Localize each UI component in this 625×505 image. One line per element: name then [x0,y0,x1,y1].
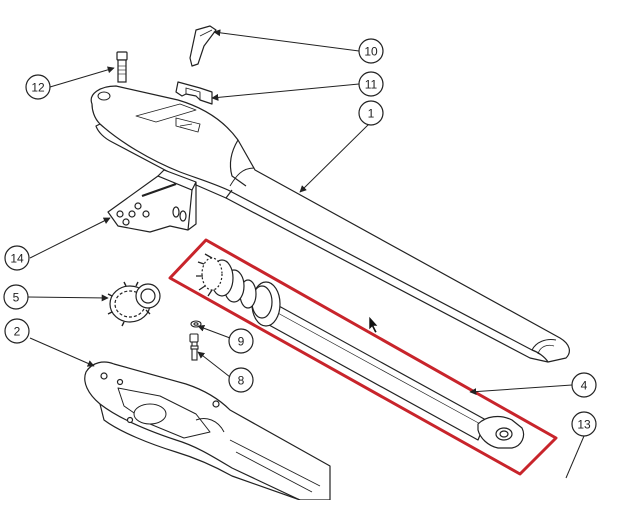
callout-label-5: 5 [13,291,20,305]
part-14-mounting-bracket [107,169,197,233]
callout-4: 4 [571,372,597,398]
highlight-box [168,238,558,476]
callout-label-14: 14 [10,252,24,266]
callout-label-13: 13 [577,418,591,432]
callout-10: 10 [358,38,384,64]
part-10-release-lever [189,25,217,67]
mouse-pointer-icon [368,315,379,334]
leader-lines [27,29,585,479]
callout-label-1: 1 [368,107,375,121]
callout-5: 5 [3,284,29,310]
part-12-screw [116,51,128,83]
callout-label-9: 9 [238,335,245,349]
part-5-gear [107,281,161,327]
callout-1: 1 [358,100,384,126]
callout-11: 11 [358,71,384,97]
callout-2: 2 [4,318,30,344]
part-11-clip [175,81,213,105]
part-8-pin [189,333,199,361]
part-2-base-housing [84,361,331,501]
part-4-drive-shaft-assembly [196,253,525,449]
callout-label-11: 11 [365,78,378,92]
callout-14: 14 [4,245,30,271]
callout-label-12: 12 [31,81,45,95]
callout-13: 13 [571,411,597,437]
callout-label-2: 2 [14,325,21,339]
part-1-arm-housing [90,85,570,363]
callout-label-4: 4 [581,379,588,393]
callout-9: 9 [228,328,254,354]
callout-8: 8 [228,367,254,393]
callout-label-10: 10 [364,45,378,59]
callout-label-8: 8 [238,374,245,388]
callout-12: 12 [25,74,51,100]
